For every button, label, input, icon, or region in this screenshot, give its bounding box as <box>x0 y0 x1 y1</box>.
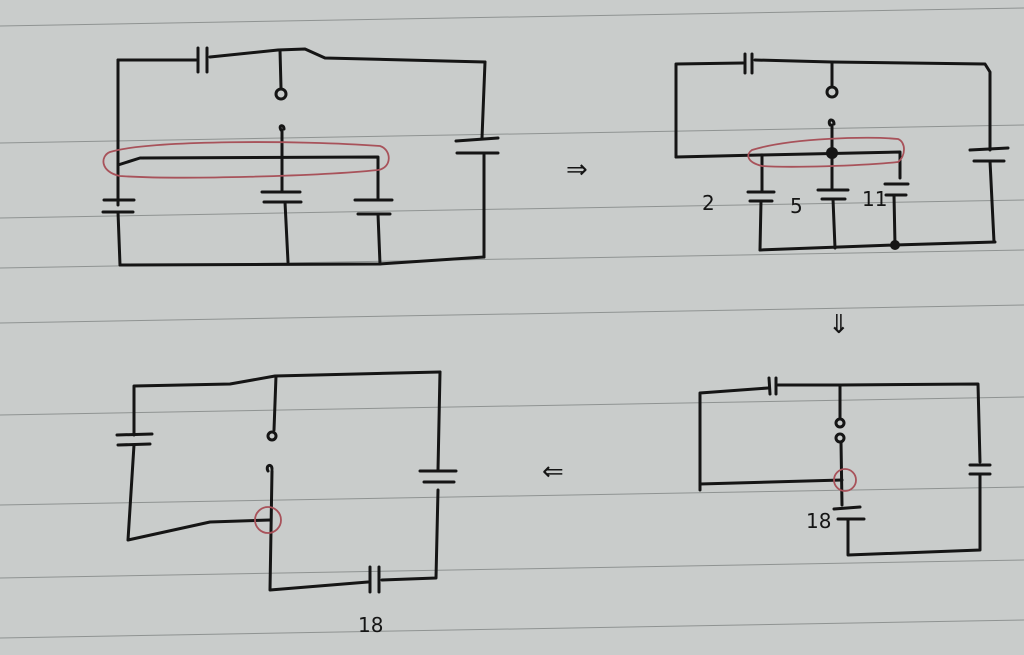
label-c18-bottom: 18 <box>358 613 383 637</box>
arrow-right: ⇒ <box>566 155 588 185</box>
highlight-loop <box>102 141 390 179</box>
circuit-step-1 <box>101 46 500 267</box>
label-c11: 11 <box>862 187 887 211</box>
label-c18: 18 <box>806 509 831 533</box>
arrow-left: ⇐ <box>542 457 564 487</box>
circuit-step-4: 18 <box>115 370 458 637</box>
highlight-node <box>254 506 282 534</box>
circuit-step-2: 2 5 11 <box>674 52 1010 252</box>
label-c2: 2 <box>702 191 715 215</box>
highlight-node <box>833 468 857 492</box>
label-c5: 5 <box>790 194 803 218</box>
arrow-down: ⇓ <box>828 310 850 340</box>
circuit-step-3: 18 <box>698 376 992 557</box>
ruled-lines <box>0 7 1024 639</box>
highlight-loop <box>747 136 905 168</box>
